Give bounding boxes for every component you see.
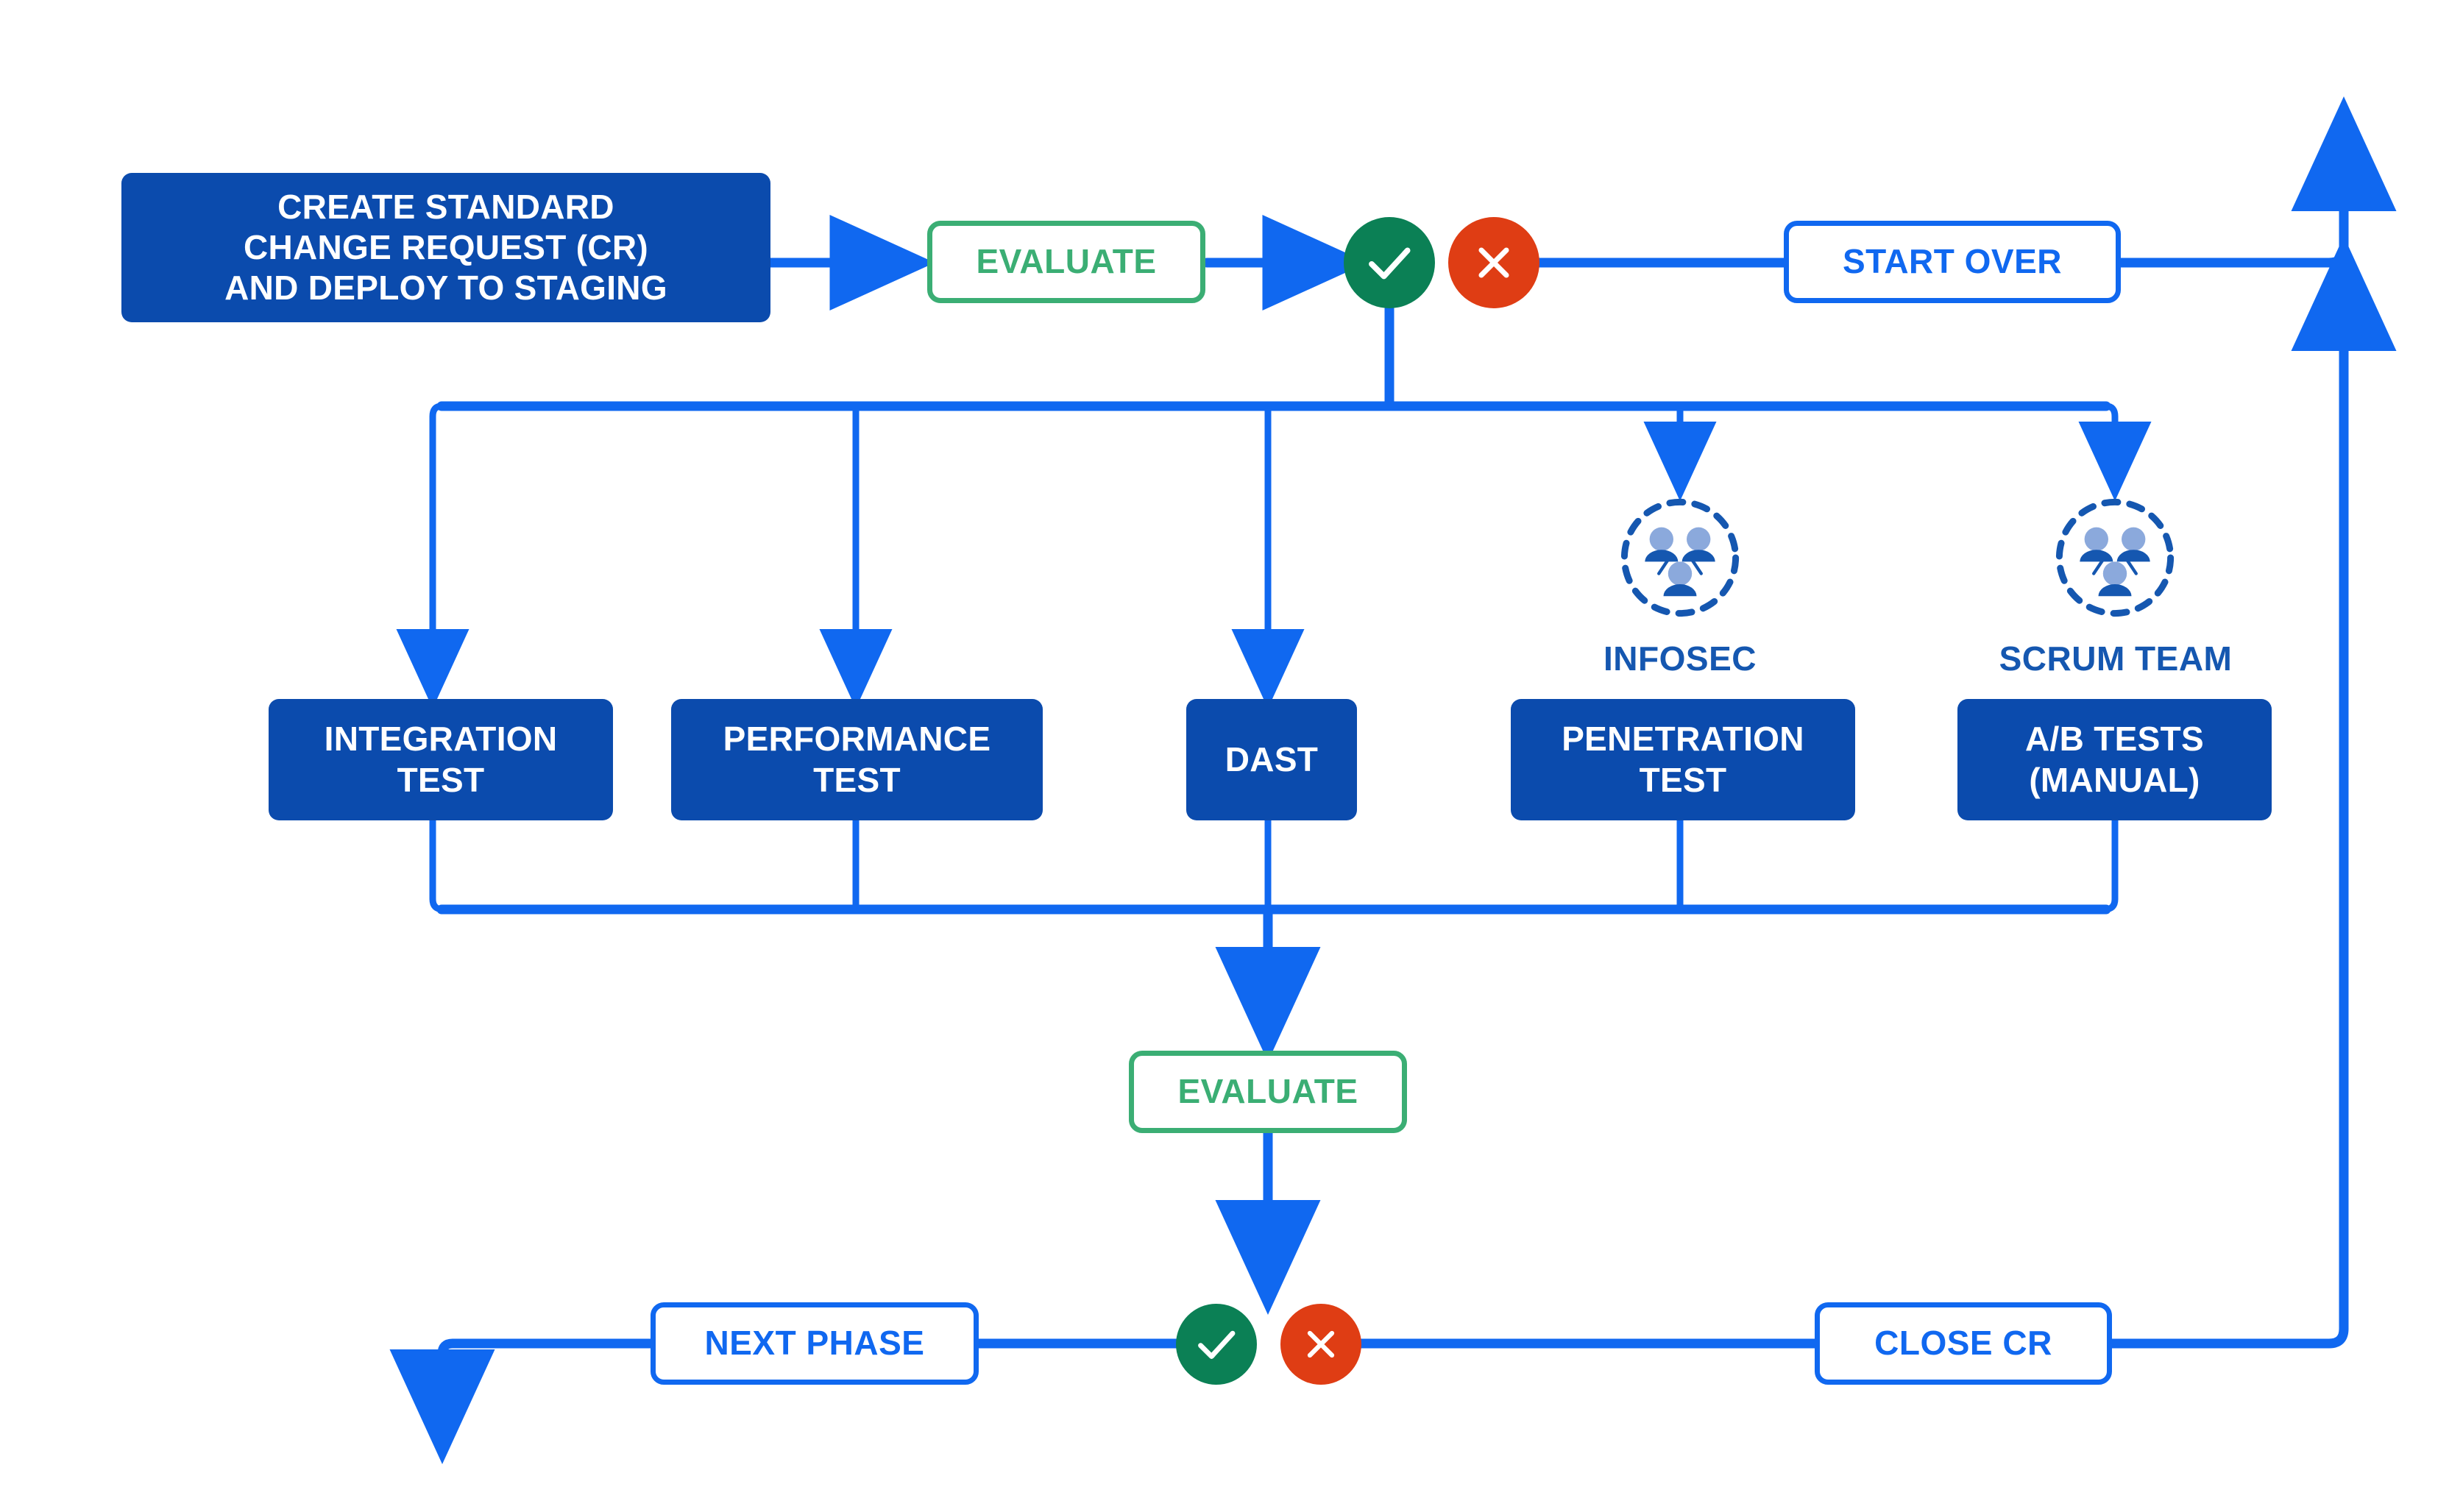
cross-icon: [1307, 1330, 1335, 1358]
next-phase-label: NEXT PHASE: [704, 1324, 925, 1363]
evaluate-top-label: EVALUATE: [976, 242, 1157, 281]
wire-bar-to-scrum-team: [2078, 402, 2152, 501]
integration-test-line-1: INTEGRATION: [324, 720, 558, 759]
wire-bar-to-integration: [396, 402, 469, 709]
node-dast[interactable]: DAST: [1186, 699, 1357, 820]
node-close-cr[interactable]: CLOSE CR: [1815, 1302, 2112, 1385]
team-group-icon: [1620, 498, 1740, 617]
node-next-phase[interactable]: NEXT PHASE: [651, 1302, 979, 1385]
decision-top-fail[interactable]: [1448, 217, 1539, 308]
ab-tests-line-2: (MANUAL): [2029, 760, 2200, 799]
create-cr-line-3: AND DEPLOY TO STAGING: [224, 269, 667, 308]
node-create-change-request[interactable]: CREATE STANDARD CHANGE REQUEST (CR) AND …: [121, 173, 770, 322]
scrum-team-icon-wrap: [2049, 491, 2181, 624]
team-label-scrum-team: SCRUM TEAM: [1999, 639, 2233, 678]
infosec-team-icon-wrap: [1614, 491, 1746, 624]
create-cr-line-2: CHANGE REQUEST (CR): [243, 227, 649, 266]
node-performance-test[interactable]: PERFORMANCE TEST: [671, 699, 1043, 820]
wire-integration-to-merge: [429, 816, 447, 913]
penetration-test-line-1: PENETRATION: [1562, 720, 1804, 759]
node-evaluate-bottom[interactable]: EVALUATE: [1129, 1051, 1407, 1133]
create-cr-line-1: CREATE STANDARD: [277, 187, 614, 226]
evaluate-bottom-label: EVALUATE: [1177, 1072, 1358, 1111]
check-icon: [1198, 1330, 1236, 1359]
scrum-team-label-wrap: SCRUM TEAM: [1980, 639, 2252, 678]
node-start-over[interactable]: START OVER: [1784, 221, 2121, 303]
wire-start-over-loop-up: [2116, 96, 2397, 268]
performance-test-line-1: PERFORMANCE: [723, 720, 991, 759]
dast-label: DAST: [1225, 739, 1319, 778]
integration-test-line-2: TEST: [397, 760, 485, 799]
penetration-test-line-2: TEST: [1639, 760, 1727, 799]
check-icon: [1369, 247, 1411, 280]
wire-abtests-to-merge: [2101, 816, 2119, 913]
wire-next-phase-exit: [389, 1338, 656, 1464]
performance-test-line-2: TEST: [813, 760, 901, 799]
decision-top-pass[interactable]: [1344, 217, 1435, 308]
node-integration-test[interactable]: INTEGRATION TEST: [269, 699, 613, 820]
close-cr-label: CLOSE CR: [1874, 1324, 2052, 1363]
team-group-icon: [2055, 498, 2175, 617]
start-over-label: START OVER: [1842, 242, 2063, 281]
team-label-infosec: INFOSEC: [1603, 639, 1757, 678]
decision-bottom-pass[interactable]: [1176, 1304, 1257, 1385]
infosec-label-wrap: INFOSEC: [1562, 639, 1798, 678]
decision-bottom-fail[interactable]: [1280, 1304, 1361, 1385]
node-ab-tests[interactable]: A/B TESTS (MANUAL): [1957, 699, 2272, 820]
node-penetration-test[interactable]: PENETRATION TEST: [1511, 699, 1855, 820]
node-evaluate-top[interactable]: EVALUATE: [927, 221, 1205, 303]
cross-icon: [1478, 247, 1509, 278]
ab-tests-line-1: A/B TESTS: [2025, 720, 2204, 759]
